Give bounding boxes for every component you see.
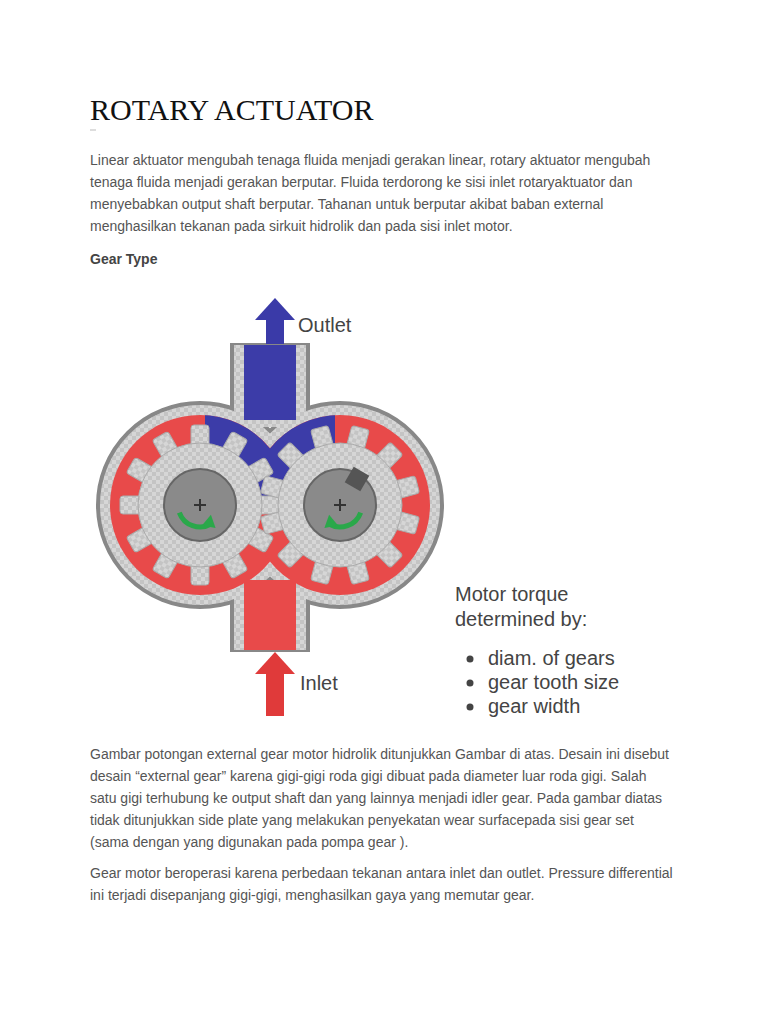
housing: [100, 345, 440, 650]
intro-paragraph: Linear aktuator mengubah tenaga fluida m…: [90, 149, 675, 237]
port-label: Outlet: [298, 312, 418, 338]
torque-note: Motor torque determined by:: [455, 582, 630, 632]
section-heading: Gear Type: [90, 248, 390, 270]
gears: [120, 425, 420, 585]
bullet-item: diam. of gears: [488, 646, 708, 670]
gear: [260, 425, 419, 584]
housing-outline: [98, 345, 442, 650]
gear: [120, 425, 280, 585]
title-mark: [90, 130, 96, 131]
body-paragraph: Gambar potongan external gear motor hidr…: [90, 743, 675, 853]
inlet-arrow: [255, 652, 295, 716]
bullet-dots: [467, 656, 474, 711]
outlet-arrow: [255, 298, 295, 344]
page-title: ROTARY ACTUATOR: [90, 92, 373, 128]
bullet-item: gear tooth size: [488, 670, 708, 694]
port-label: Inlet: [300, 670, 420, 696]
bullet-item: gear width: [488, 694, 708, 718]
body-paragraph: Gear motor beroperasi karena perbedaan t…: [90, 862, 675, 906]
